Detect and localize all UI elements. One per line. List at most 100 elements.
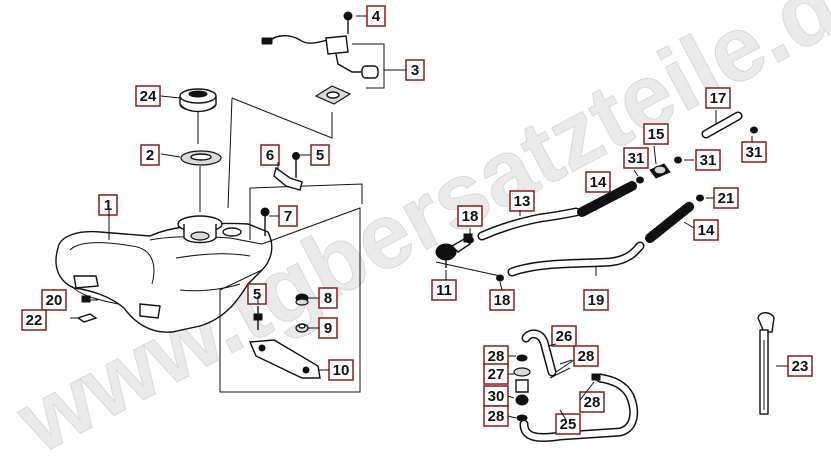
part-label-31: 31: [623, 147, 649, 169]
part-label-number: 10: [333, 362, 350, 379]
fuel-filter: [649, 163, 671, 179]
sender-bracket: [352, 43, 385, 89]
part-label-number: 31: [746, 144, 763, 161]
part-label-number: 18: [462, 208, 479, 225]
part-label-11: 11: [431, 279, 457, 301]
part-label-8: 8: [318, 287, 338, 309]
fuel-tank: [55, 215, 273, 333]
part-label-3: 3: [405, 59, 425, 81]
part-label-number: 4: [372, 8, 381, 25]
part-label-22: 22: [21, 309, 47, 331]
part-label-number: 5: [316, 147, 324, 164]
part-label-box: [431, 279, 457, 301]
part-label-box: [741, 141, 767, 163]
part-label-6: 6: [260, 144, 280, 166]
part-label-number: 27: [488, 366, 505, 383]
part-label-5: 5: [247, 283, 267, 305]
valve-to-hose-line: [435, 261, 501, 277]
part-label-25: 25: [555, 413, 581, 435]
clip-31-c: [750, 126, 758, 134]
part-label-box: [695, 149, 721, 171]
part-label-26: 26: [551, 325, 577, 347]
part-label-15: 15: [643, 123, 669, 145]
part-label-box: [21, 309, 47, 331]
part-label-number: 1: [104, 197, 112, 214]
part-label-10: 10: [328, 359, 354, 381]
part-label-box: [573, 345, 599, 367]
part-label-number: 20: [46, 292, 63, 309]
part-label-number: 13: [514, 193, 531, 210]
bolt-7: [260, 207, 270, 236]
part-label-19: 19: [583, 289, 609, 311]
clip-31-a: [636, 176, 644, 184]
part-label-number: 28: [488, 408, 505, 425]
part-label-number: 28: [488, 348, 505, 365]
part-label-box: [260, 144, 280, 166]
part-label-28: 28: [573, 345, 599, 367]
part-label-number: 6: [266, 147, 274, 164]
part-label-box: [140, 144, 160, 166]
part-label-28: 28: [483, 345, 509, 367]
part-label-number: 11: [436, 282, 452, 299]
part-label-number: 26: [556, 328, 573, 345]
ribbed-hose-14-lower: [645, 201, 695, 243]
part-label-number: 25: [560, 416, 577, 433]
part-label-box: [555, 413, 581, 435]
part-label-box: [135, 85, 161, 107]
part-label-number: 28: [584, 394, 601, 411]
part-label-box: [583, 289, 609, 311]
part-label-box: [585, 171, 611, 193]
sender-outline: [227, 97, 333, 209]
clip-21: [696, 194, 704, 202]
part-label-number: 19: [588, 292, 605, 309]
part-label-2: 2: [140, 144, 160, 166]
part-label-18: 18: [457, 205, 483, 227]
part-label-4: 4: [366, 5, 386, 27]
part-label-number: 15: [648, 126, 665, 143]
part-label-27: 27: [483, 363, 509, 385]
part-label-number: 14: [698, 222, 715, 239]
part-label-number: 9: [324, 320, 332, 337]
part-label-box: [551, 325, 577, 347]
part-label-14: 14: [585, 171, 611, 193]
part-label-box: [579, 391, 605, 413]
part-label-28: 28: [579, 391, 605, 413]
part-label-31: 31: [741, 141, 767, 163]
part-label-number: 7: [284, 208, 292, 225]
part-label-30: 30: [483, 385, 509, 407]
part-label-number: 2: [146, 147, 154, 164]
clip-18-upper: [466, 236, 474, 244]
part-label-number: 22: [26, 312, 43, 329]
part-label-number: 17: [710, 90, 727, 107]
bracket-outline: [249, 183, 363, 240]
part-label-box: [643, 123, 669, 145]
part-label-31: 31: [695, 149, 721, 171]
part-label-box: [41, 289, 67, 311]
part-label-18: 18: [489, 289, 515, 311]
part-label-number: 8: [324, 290, 332, 307]
part-label-number: 5: [253, 286, 261, 303]
part-label-13: 13: [509, 190, 535, 212]
part-label-number: 3: [411, 62, 419, 79]
part-label-number: 30: [488, 388, 505, 405]
part-label-17: 17: [705, 87, 731, 109]
part-label-box: [705, 87, 731, 109]
part-label-box: [457, 205, 483, 227]
part-label-number: 31: [700, 152, 717, 169]
part-label-number: 23: [792, 358, 809, 375]
part-label-box: [509, 190, 535, 212]
part-label-number: 28: [578, 348, 595, 365]
part-label-number: 31: [628, 150, 645, 167]
part-label-24: 24: [135, 85, 161, 107]
part-label-7: 7: [278, 205, 298, 227]
part-label-box: [98, 194, 118, 216]
clip-18-lower: [496, 274, 504, 282]
part-label-9: 9: [318, 317, 338, 339]
part-label-1: 1: [98, 194, 118, 216]
part-label-5: 5: [310, 144, 330, 166]
fuel-sender: [261, 11, 379, 105]
clip-31-b: [674, 156, 682, 164]
part-label-21: 21: [713, 187, 739, 209]
part-label-20: 20: [41, 289, 67, 311]
